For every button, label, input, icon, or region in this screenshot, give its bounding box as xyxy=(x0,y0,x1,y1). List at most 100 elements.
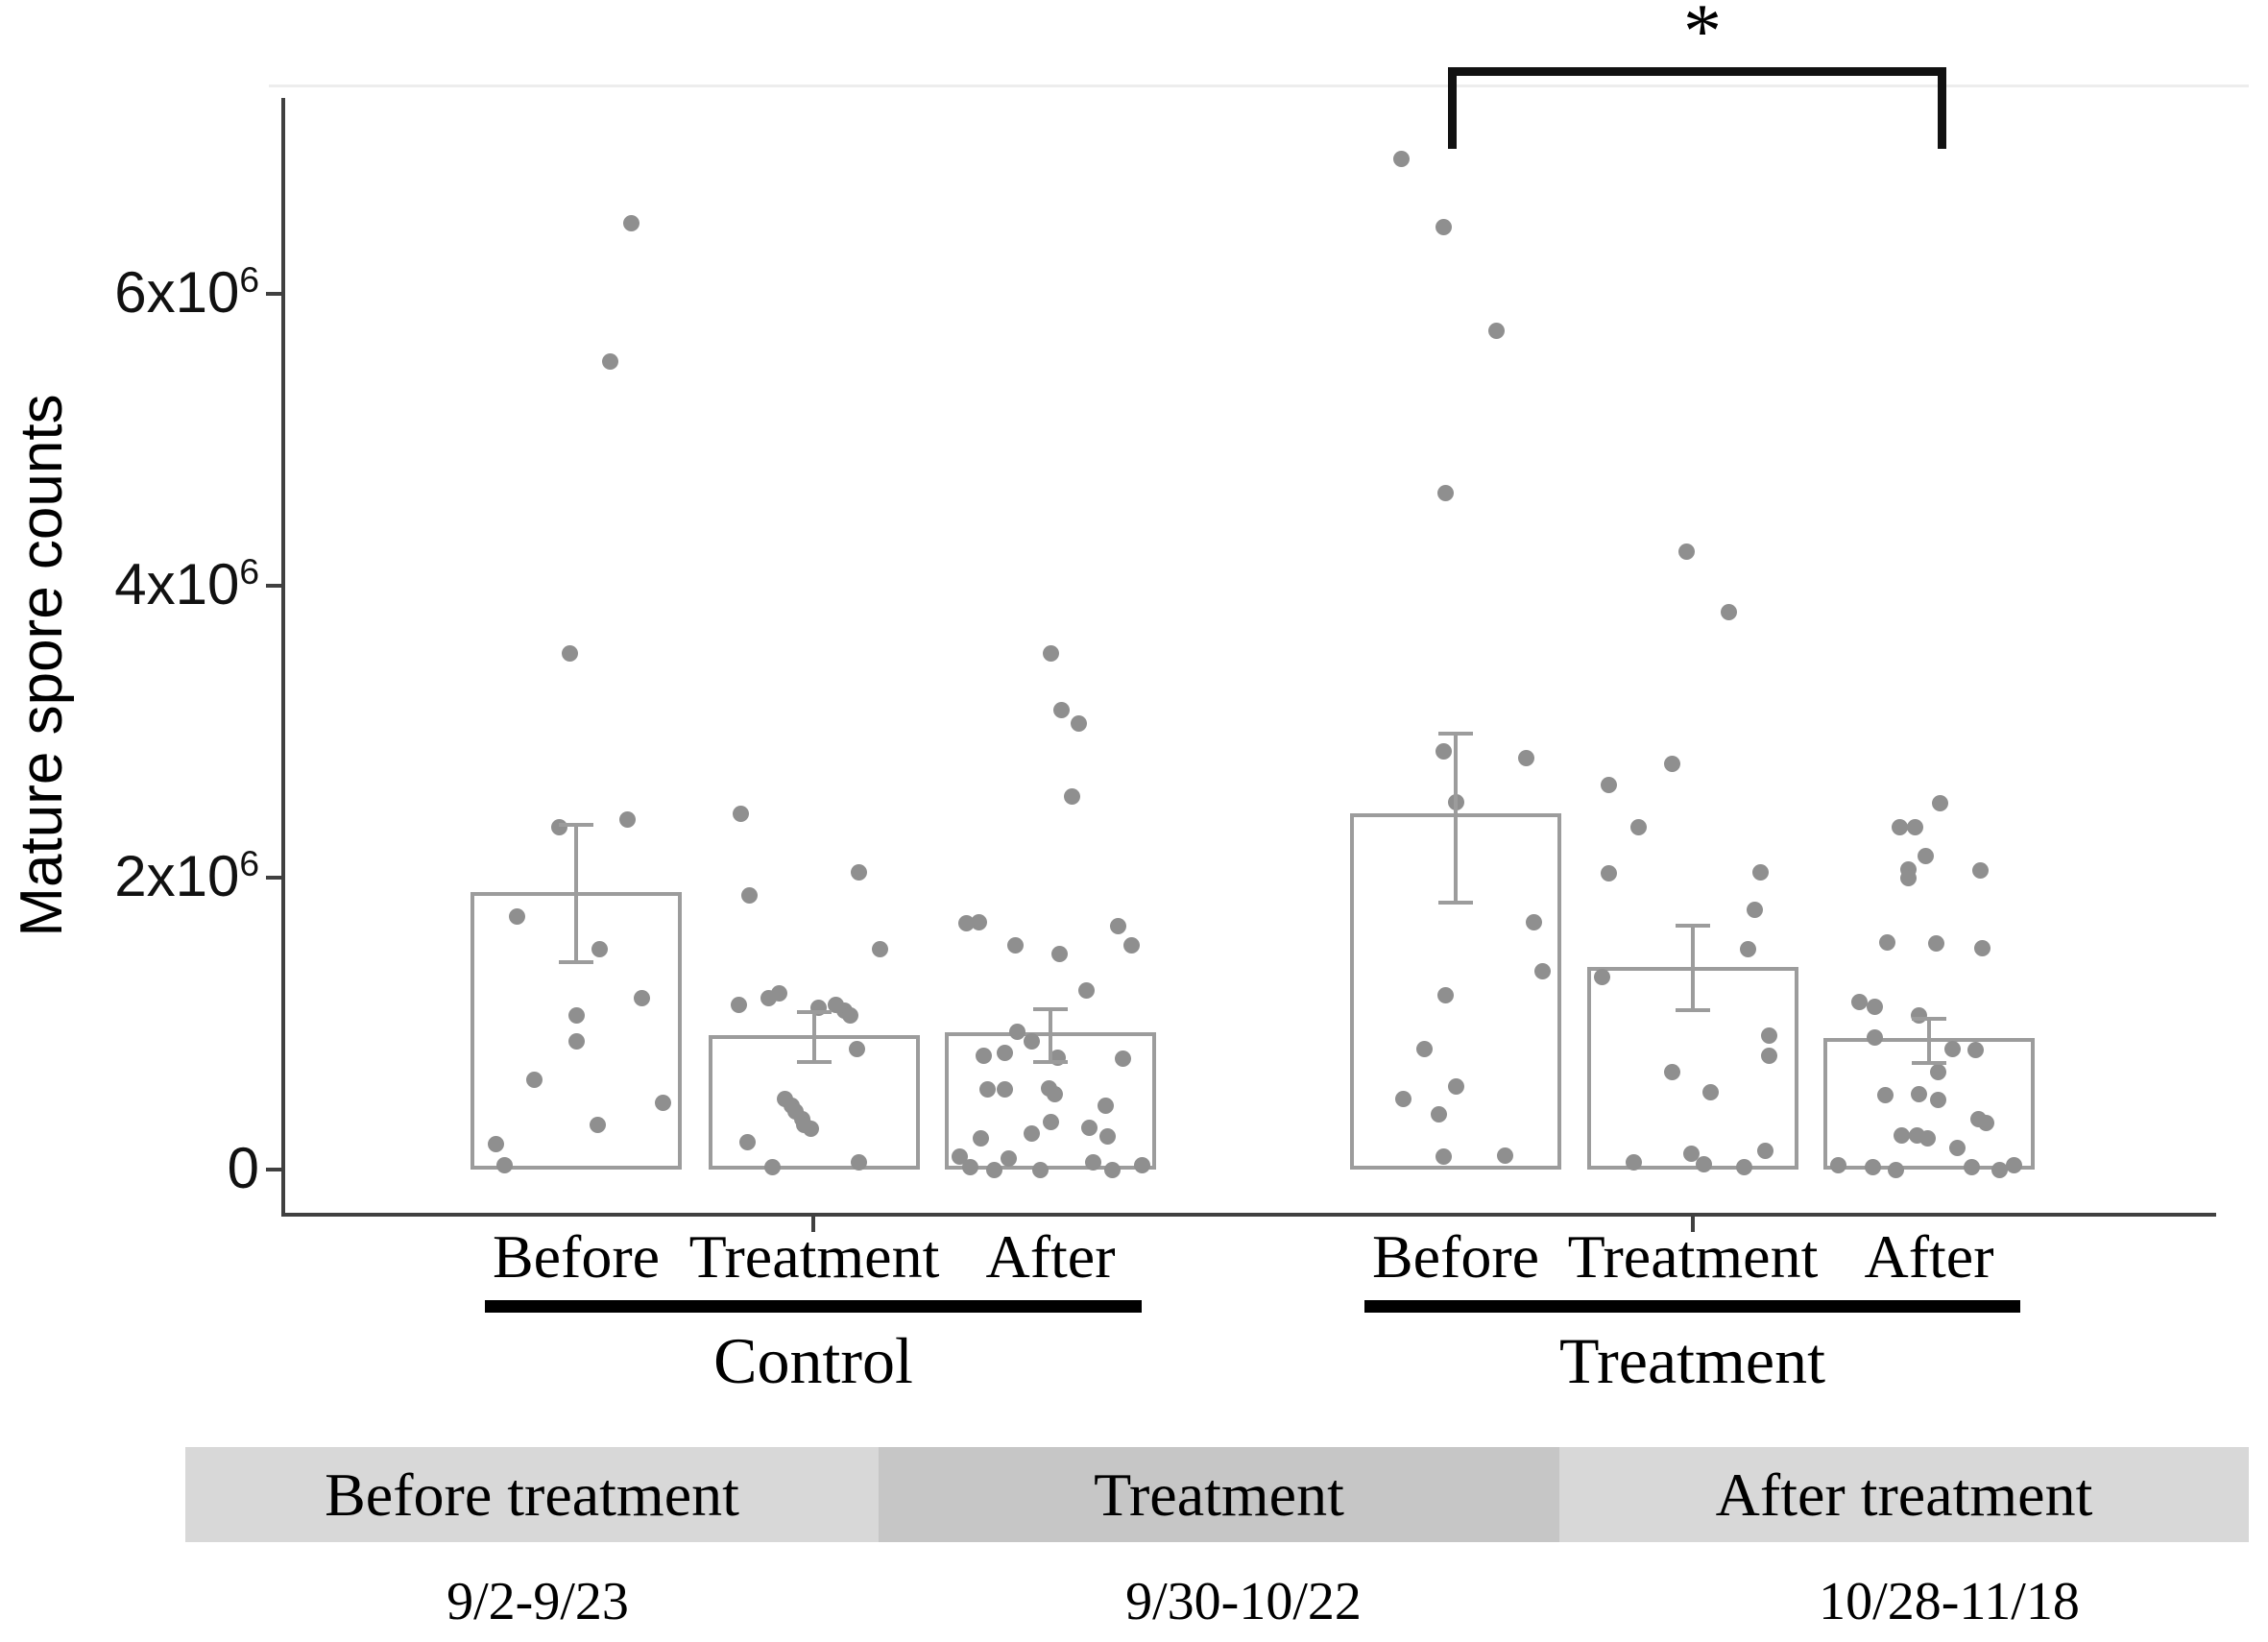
data-point xyxy=(1594,969,1611,986)
data-point xyxy=(1008,1023,1025,1040)
timeline-phase-dates: 10/28-11/18 xyxy=(1819,1572,2080,1631)
y-tick-label: 2x106 xyxy=(114,843,259,908)
data-point xyxy=(1906,818,1923,835)
group-underline xyxy=(1364,1300,2020,1313)
timeline-phase-box: After treatment xyxy=(1559,1447,2249,1542)
data-point xyxy=(1601,865,1617,882)
y-tick-mark xyxy=(266,584,283,588)
data-point xyxy=(1626,1154,1643,1171)
data-point xyxy=(996,1081,1013,1099)
data-point xyxy=(1064,787,1080,805)
data-point xyxy=(1876,1087,1894,1104)
condition-label: Before xyxy=(492,1222,661,1291)
data-point xyxy=(1047,1085,1064,1102)
data-point xyxy=(1967,1042,1985,1059)
timeline-phase-dates: 9/2-9/23 xyxy=(446,1572,629,1631)
data-point xyxy=(1974,939,1991,956)
data-point xyxy=(985,1162,1002,1178)
data-point xyxy=(1682,1146,1700,1163)
data-point xyxy=(634,989,651,1006)
data-point xyxy=(1098,1098,1115,1115)
data-point xyxy=(1864,1158,1881,1175)
timeline-phase-label: Before treatment xyxy=(325,1460,739,1529)
data-point xyxy=(973,1129,990,1147)
data-point xyxy=(1866,1028,1883,1046)
data-point xyxy=(1746,902,1763,919)
data-point xyxy=(591,941,609,958)
error-bar-cap-bottom xyxy=(1438,900,1473,905)
data-point xyxy=(1114,1050,1131,1068)
data-point xyxy=(958,915,975,932)
data-point xyxy=(1740,941,1757,958)
y-axis-line xyxy=(281,98,285,1217)
group-label: Control xyxy=(713,1324,913,1397)
y-tick-label: 0 xyxy=(227,1136,259,1200)
significance-bracket-right-leg xyxy=(1938,67,1946,149)
data-point xyxy=(842,1006,859,1024)
data-point xyxy=(1948,1140,1966,1157)
data-point xyxy=(618,811,636,829)
data-point xyxy=(738,1134,756,1151)
data-point xyxy=(1437,986,1454,1003)
error-bar-cap-bottom xyxy=(1033,1059,1068,1064)
timeline-phase-box: Treatment xyxy=(879,1447,1559,1542)
timeline-phase-dates: 9/30-10/22 xyxy=(1125,1572,1362,1631)
data-point xyxy=(623,214,640,231)
condition-label: Treatment xyxy=(1567,1222,1819,1291)
data-point xyxy=(568,1033,585,1050)
data-point xyxy=(1053,702,1070,719)
data-point xyxy=(979,1081,996,1099)
data-point xyxy=(1085,1154,1101,1171)
data-point xyxy=(1752,863,1770,881)
data-point xyxy=(1830,1157,1847,1174)
data-point xyxy=(1487,323,1505,339)
significance-asterisk: * xyxy=(1683,0,1722,74)
data-point xyxy=(1517,750,1534,767)
data-point xyxy=(1866,998,1883,1015)
condition-label: Before xyxy=(1371,1222,1540,1291)
data-point xyxy=(1991,1162,2008,1178)
data-point xyxy=(1122,936,1140,954)
data-point xyxy=(1534,963,1552,980)
data-point xyxy=(1756,1143,1773,1160)
data-point xyxy=(1103,1162,1121,1178)
data-point xyxy=(1001,1149,1017,1167)
error-bar-cap-bottom xyxy=(1676,1008,1710,1013)
data-point xyxy=(849,1040,865,1057)
data-point xyxy=(1887,1162,1904,1178)
data-point xyxy=(971,913,988,930)
data-point xyxy=(1932,795,1948,812)
data-point xyxy=(1043,1113,1059,1130)
significance-bracket-left-leg xyxy=(1448,67,1457,149)
data-point xyxy=(1971,862,1989,880)
significance-bracket-top xyxy=(1448,67,1946,76)
error-bar-cap-bottom xyxy=(1912,1061,1946,1066)
error-bar-cap-top xyxy=(797,1009,832,1014)
data-point xyxy=(1944,1040,1962,1057)
error-bar-cap-top xyxy=(1438,731,1473,736)
data-point xyxy=(1929,1064,1946,1081)
condition-label: After xyxy=(1864,1222,1994,1291)
data-point xyxy=(1110,918,1127,935)
data-point xyxy=(1917,848,1934,865)
data-point xyxy=(1416,1040,1433,1057)
y-tick-label: 4x106 xyxy=(114,551,259,616)
data-point xyxy=(764,1158,781,1175)
data-point xyxy=(488,1135,505,1152)
data-point xyxy=(1078,982,1096,1000)
data-point xyxy=(1435,219,1452,236)
data-point xyxy=(1918,1129,1936,1147)
error-bar-cap-top xyxy=(559,823,593,828)
timeline-phase-box: Before treatment xyxy=(185,1447,879,1542)
data-point xyxy=(602,352,619,370)
data-point xyxy=(730,997,747,1014)
error-bar-cap-top xyxy=(1676,924,1710,929)
data-point xyxy=(1851,994,1869,1011)
data-point xyxy=(1043,644,1059,662)
data-point xyxy=(1678,543,1696,560)
data-point xyxy=(1696,1155,1712,1172)
data-point xyxy=(1721,604,1738,621)
x-tick-mark xyxy=(1690,1217,1695,1232)
data-point xyxy=(1911,1085,1927,1102)
